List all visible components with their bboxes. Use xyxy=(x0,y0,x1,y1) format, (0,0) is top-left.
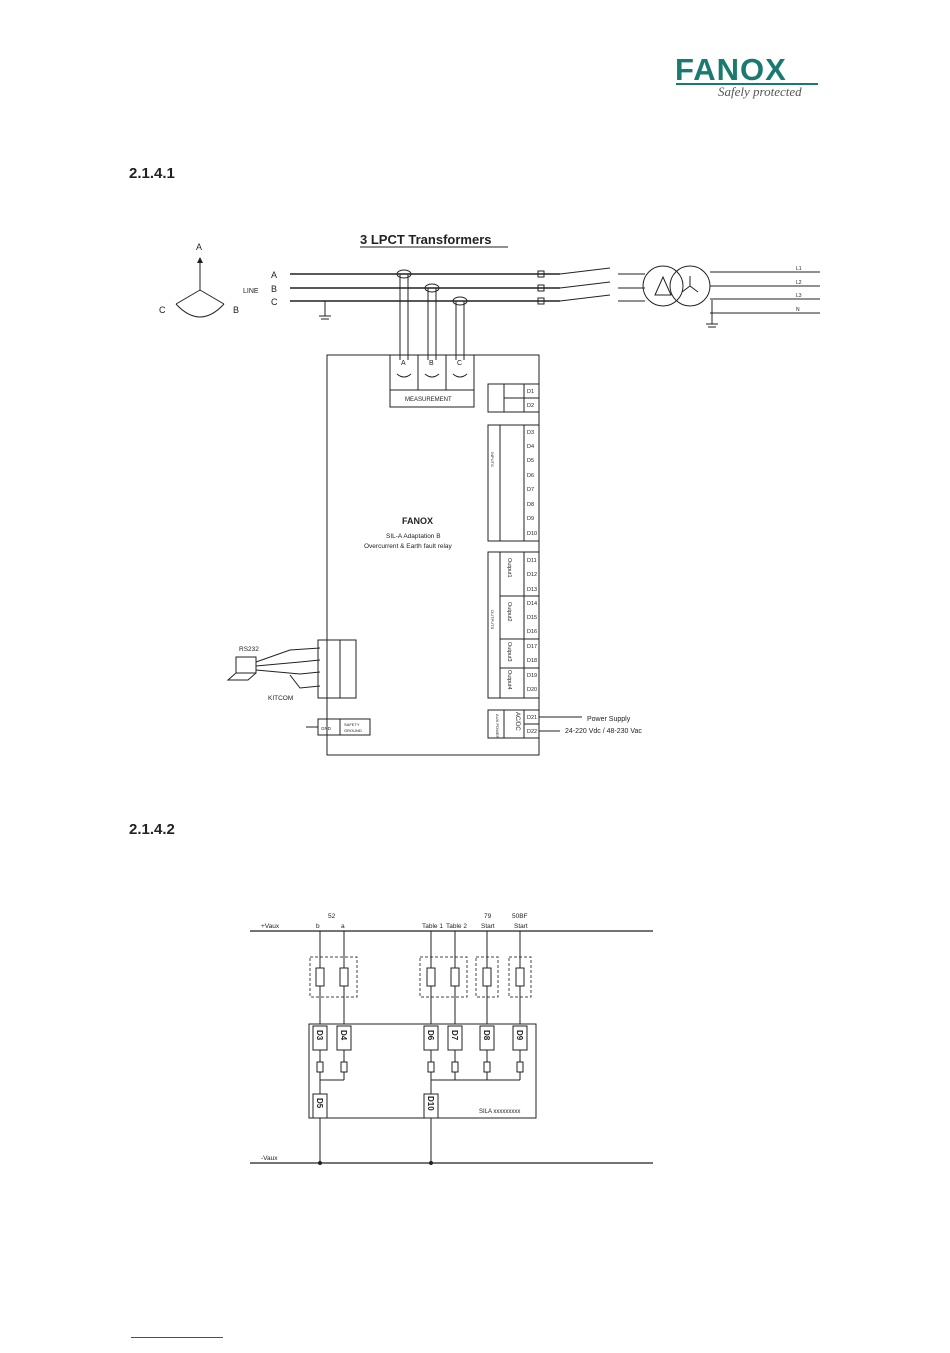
diagram1-title: 3 LPCT Transformers xyxy=(360,232,492,247)
wiring-diagram-3-lpct: 3 LPCT Transformers A C B LINE A B C xyxy=(159,232,820,756)
outputs-group-label: OUTPUTS xyxy=(490,610,495,629)
terminal-d9: D9 xyxy=(527,516,534,522)
label-50bf: 50BF xyxy=(512,913,528,920)
output3-label: Output3 xyxy=(506,642,512,662)
terminal-d20: D20 xyxy=(527,687,537,693)
label-start-50bf: Start xyxy=(514,923,528,930)
terminal-d18: D18 xyxy=(527,658,537,664)
load-label-l1: L1 xyxy=(796,266,802,272)
power-supply-label: Power Supply xyxy=(587,716,631,723)
line-phase-b: B xyxy=(271,284,277,294)
measurement-port-b: B xyxy=(429,360,434,367)
device-label: SILA xxxxxxxxx xyxy=(479,1109,520,1115)
measurement-port-a: A xyxy=(401,360,406,367)
terminal-d10: D10 xyxy=(527,531,537,537)
label-79: 79 xyxy=(484,913,492,920)
terminal-d15: D15 xyxy=(527,615,537,621)
section-number-2142: 2.1.4.2 xyxy=(129,821,175,838)
rs232-label: RS232 xyxy=(239,646,259,653)
phasor-label-c: C xyxy=(159,305,166,315)
terminal-d3: D3 xyxy=(527,430,534,436)
line-phase-c: C xyxy=(271,297,278,307)
fanox-logo: FANOX xyxy=(675,52,787,87)
vaux-bottom-label: -Vaux xyxy=(261,1155,278,1162)
input-d8: D8 xyxy=(482,1030,491,1041)
terminal-d2: D2 xyxy=(527,403,534,409)
output2-label: Output2 xyxy=(506,602,512,622)
footer-link[interactable] xyxy=(131,1337,223,1338)
label-52: 52 xyxy=(328,913,336,920)
input-d4: D4 xyxy=(339,1030,348,1041)
terminal-d8: D8 xyxy=(527,502,534,508)
terminal-d1: D1 xyxy=(527,389,534,395)
vaux-top-label: +Vaux xyxy=(261,923,280,930)
aux-power-label: AUX POWER xyxy=(495,714,500,739)
measurement-label: MEASUREMENT xyxy=(405,397,452,403)
load-label-l3: L3 xyxy=(796,293,802,299)
label-start-79: Start xyxy=(481,923,495,930)
phasor-label-a: A xyxy=(196,242,202,252)
input-d7: D7 xyxy=(450,1030,459,1041)
measurement-port-c: C xyxy=(457,360,462,367)
label-a: a xyxy=(341,923,345,930)
terminal-d7: D7 xyxy=(527,487,534,493)
load-label-l2: L2 xyxy=(796,280,802,286)
logo-tagline: Safely protected xyxy=(718,84,802,99)
phasor-label-b: B xyxy=(233,305,239,315)
output1-label: Output1 xyxy=(506,558,512,578)
terminal-d14: D14 xyxy=(527,601,537,607)
load-label-n: N xyxy=(796,307,800,313)
line-label: LINE xyxy=(243,288,259,295)
relay-description: Overcurrent & Earth fault relay xyxy=(364,543,453,550)
terminal-d11: D11 xyxy=(527,558,537,564)
label-table1: Table 1 xyxy=(422,923,443,930)
inputs-group-label: INPUTS xyxy=(490,452,495,467)
terminal-d6: D6 xyxy=(527,473,534,479)
power-supply-range: 24-220 Vdc / 48-230 Vac xyxy=(565,728,642,735)
phasor-diagram: A C B xyxy=(159,242,239,318)
kitcom-label: KITCOM xyxy=(268,695,293,702)
terminal-d21: D21 xyxy=(527,715,537,721)
common-d5: D5 xyxy=(315,1098,324,1109)
label-table2: Table 2 xyxy=(446,923,467,930)
terminal-d19: D19 xyxy=(527,673,537,679)
terminal-d4: D4 xyxy=(527,444,534,450)
relay-name: SIL-A Adaptation B xyxy=(386,533,441,540)
wiring-diagram-inputs: +Vaux -Vaux 52 b a Table 1 Table 2 79 St… xyxy=(250,913,653,1165)
logo-underline xyxy=(676,83,818,85)
gnd-label: GND xyxy=(321,726,332,731)
terminal-d5: D5 xyxy=(527,458,534,464)
terminal-d22: D22 xyxy=(527,729,537,735)
input-d3: D3 xyxy=(315,1030,324,1041)
input-d6: D6 xyxy=(426,1030,435,1041)
terminal-d16: D16 xyxy=(527,629,537,635)
input-d9: D9 xyxy=(515,1030,524,1041)
output4-label: Output4 xyxy=(506,670,512,690)
terminal-d13: D13 xyxy=(527,587,537,593)
line-phase-a: A xyxy=(271,270,277,280)
terminal-d17: D17 xyxy=(527,644,537,650)
section-number-2141: 2.1.4.1 xyxy=(129,165,175,182)
label-b: b xyxy=(316,923,320,930)
common-d10: D10 xyxy=(426,1096,435,1111)
ground-label: GROUND xyxy=(344,728,362,733)
safety-label: SAFETY xyxy=(344,722,360,727)
relay-brand: FANOX xyxy=(402,516,433,526)
terminal-d12: D12 xyxy=(527,572,537,578)
ac-dc-label: AC/DC xyxy=(514,712,520,731)
